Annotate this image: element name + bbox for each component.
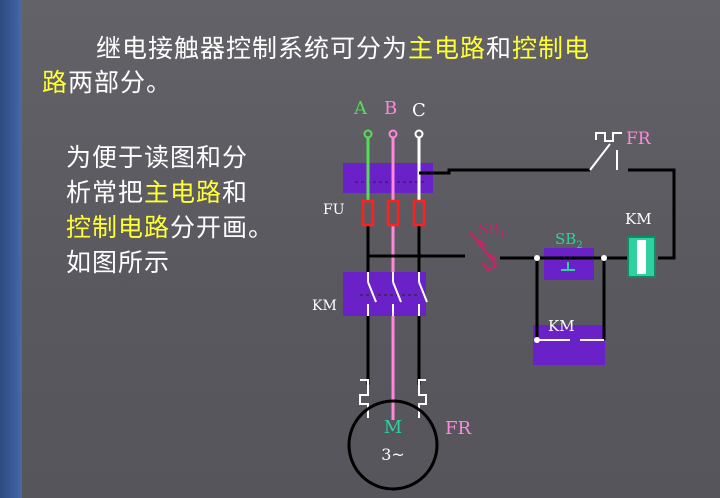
start-button-push-icon xyxy=(561,262,575,271)
fuse-a xyxy=(361,199,375,227)
motor-sub-label: 3~ xyxy=(381,445,405,464)
overload-ctrl-contact xyxy=(589,143,611,171)
ctrl-wire-feed xyxy=(366,230,465,258)
phase-a-label: A xyxy=(353,98,368,119)
side-explanation: 为便于读图和分 析常把主电路和 控制电路分开画。 如图所示 xyxy=(66,140,274,280)
main-contactor-block xyxy=(343,272,426,316)
slide-left-bar xyxy=(0,0,22,498)
overload-element-a xyxy=(359,379,369,418)
terminal-b xyxy=(388,129,398,139)
aux-junction-left xyxy=(534,337,540,343)
side-line-3: 控制电路分开画。 xyxy=(66,213,275,242)
stop-button-hatch xyxy=(477,239,497,261)
stop-button-head-icon xyxy=(481,261,496,272)
terminal-a xyxy=(363,129,373,139)
ctrl-wire-top-left xyxy=(419,168,590,175)
fuse-c xyxy=(412,199,426,227)
overload-ctrl-actuator xyxy=(595,132,622,142)
start-button-label: SB2 xyxy=(555,230,583,251)
fuse-label: FU xyxy=(323,202,345,218)
aux-contact-block xyxy=(533,325,605,365)
terminal-c xyxy=(414,129,424,139)
phase-c-label: C xyxy=(412,100,426,121)
stop-button-contact xyxy=(469,231,498,267)
overload-element-c xyxy=(418,379,427,418)
start-junction-left xyxy=(534,255,540,261)
overload-ctrl-label: FR xyxy=(626,129,652,149)
motor-circle xyxy=(347,399,439,491)
phase-b-label: B xyxy=(384,98,397,119)
coil-window xyxy=(637,240,646,274)
start-junction-right xyxy=(601,255,607,261)
overload-main-label: FR xyxy=(445,418,471,439)
fuse-b xyxy=(386,199,400,227)
main-contact-c xyxy=(418,272,428,316)
main-contact-b xyxy=(392,272,402,316)
motor-label: M xyxy=(384,417,402,438)
aux-contact-label: KM xyxy=(548,317,575,335)
side-line-1: 为便于读图和分 xyxy=(66,143,249,172)
intro-line-1: 继电接触器控制系统可分为主电路和控制电 xyxy=(96,34,591,63)
ctrl-wire-top-right xyxy=(628,168,676,260)
side-line-2: 析常把主电路和 xyxy=(66,178,249,207)
side-line-4: 如图所示 xyxy=(66,248,171,277)
stop-button-label: SB1 xyxy=(478,220,506,241)
main-contact-a xyxy=(367,272,377,316)
intro-line-2: 路两部分。 xyxy=(42,68,173,97)
coil-label: KM xyxy=(625,210,652,228)
main-contactor-label: KM xyxy=(312,298,337,314)
